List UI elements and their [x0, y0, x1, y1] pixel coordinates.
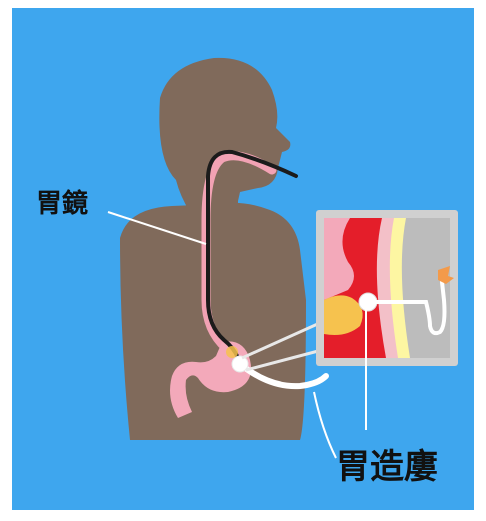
magnified-view — [316, 210, 458, 366]
gastrostomy-label: 胃造廔 — [336, 447, 438, 487]
port-highlight — [226, 346, 238, 358]
gastrostomy-port — [232, 356, 248, 372]
internal-bumper — [359, 293, 377, 311]
endoscope-label: 胃鏡 — [36, 188, 88, 219]
